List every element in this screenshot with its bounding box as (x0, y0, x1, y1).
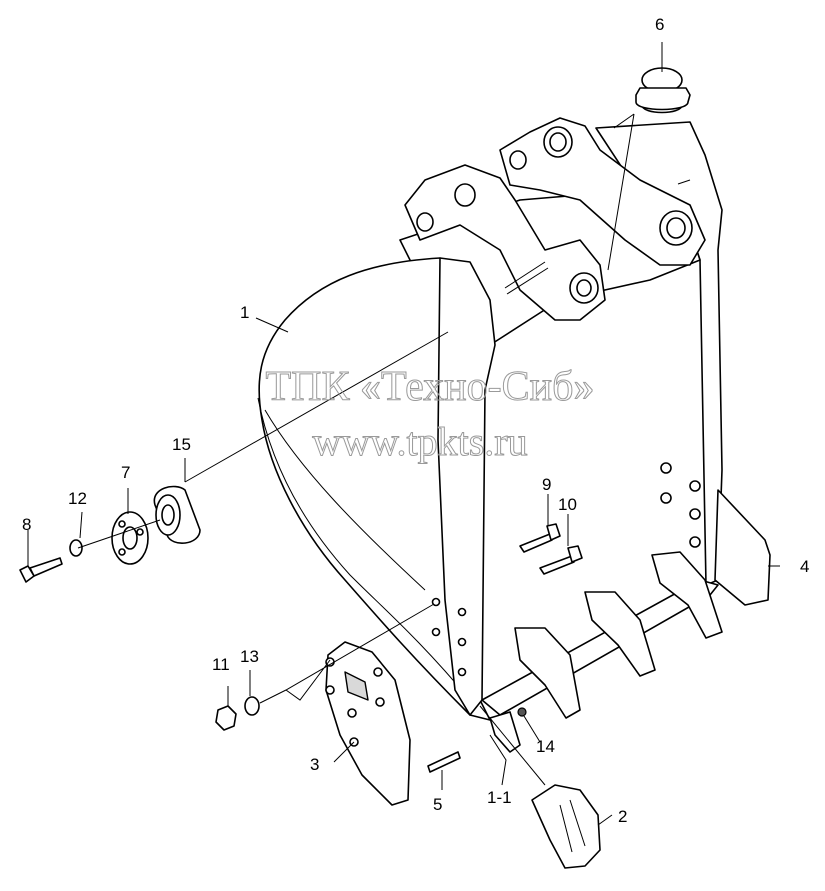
callout-14: 14 (536, 737, 555, 756)
watermark-line2: www.tpkts.ru (312, 419, 527, 464)
pin-5 (427, 751, 461, 773)
callout-1: 1 (240, 303, 249, 322)
leader-lines (27, 42, 780, 826)
left-bolt-holes (431, 597, 467, 677)
boss (153, 485, 201, 544)
callout-10: 10 (558, 495, 577, 514)
flange-plate (111, 511, 149, 565)
nut-11 (215, 705, 237, 731)
side-cutter-right (714, 489, 771, 606)
bolt-10 (539, 545, 583, 575)
callout-6: 6 (655, 15, 664, 34)
bolt-9 (519, 523, 561, 553)
callout-2: 2 (618, 807, 627, 826)
callout-4: 4 (800, 557, 809, 576)
callout-8: 8 (22, 515, 31, 534)
washer-12 (69, 539, 83, 557)
callout-13: 13 (240, 647, 259, 666)
washer-13 (244, 696, 260, 716)
lock-14 (517, 707, 527, 717)
callout-1-1: 1-1 (487, 788, 512, 807)
callout-labels: 1 1-1 2 3 4 5 6 7 8 9 10 11 12 13 14 15 (22, 15, 809, 826)
tooth-adapters (489, 551, 723, 753)
callout-11: 11 (212, 655, 230, 674)
bushing (635, 67, 691, 114)
watermark-line1: ТПК «Техно-Сиб» (266, 364, 595, 410)
callout-5: 5 (433, 795, 442, 814)
callout-15: 15 (172, 435, 191, 454)
side-cutter-bolt-holes (660, 462, 701, 548)
callout-3: 3 (310, 755, 319, 774)
side-cutter-left (325, 641, 411, 806)
watermark: ТПК «Техно-Сиб» www.tpkts.ru (265, 364, 595, 465)
callout-7: 7 (121, 463, 130, 482)
callout-9: 9 (542, 475, 551, 494)
bolt-8 (19, 557, 63, 583)
callout-12: 12 (68, 489, 87, 508)
